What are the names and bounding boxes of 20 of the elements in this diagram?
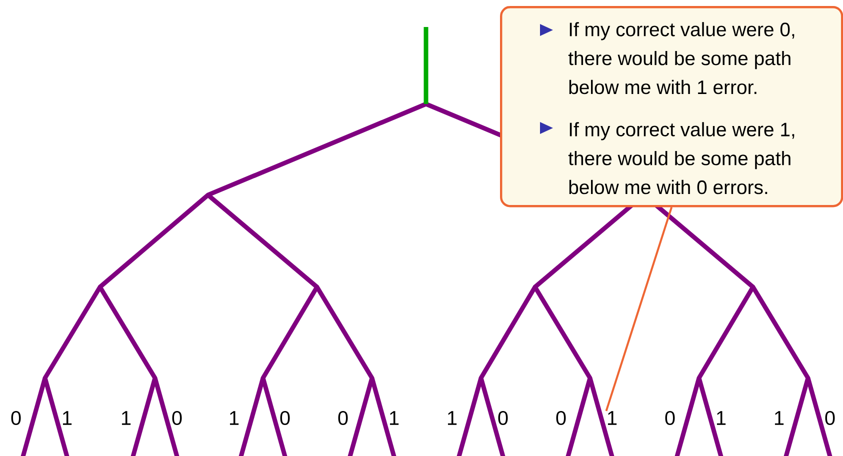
branch-label: 0 [172, 410, 182, 426]
callout-box [500, 6, 843, 208]
branch-label: 0 [665, 410, 675, 426]
branch-label: 1 [122, 411, 131, 425]
bullet-text: If my correct value were 1, there would be some path below me with 0 errors. [568, 122, 794, 194]
branch-label: 0 [338, 410, 348, 426]
branch-label: 1 [608, 411, 617, 425]
branch-label: 0 [280, 410, 290, 426]
branch-label: 1 [774, 411, 784, 425]
branch-label: 0 [11, 410, 21, 426]
branch-label: 0 [825, 410, 835, 426]
branch-label: 0 [498, 410, 508, 426]
branch-label: 1 [390, 411, 399, 425]
branch-label: 1 [62, 411, 72, 425]
leader-line [605, 206, 673, 412]
bullet-text: If my correct value were 0, there would be some path below me with 1 error. [568, 22, 794, 94]
branch-label: 1 [716, 411, 726, 425]
branch-label: 1 [448, 411, 457, 425]
branch-label: 1 [230, 411, 239, 425]
branch-label: 0 [556, 410, 566, 426]
